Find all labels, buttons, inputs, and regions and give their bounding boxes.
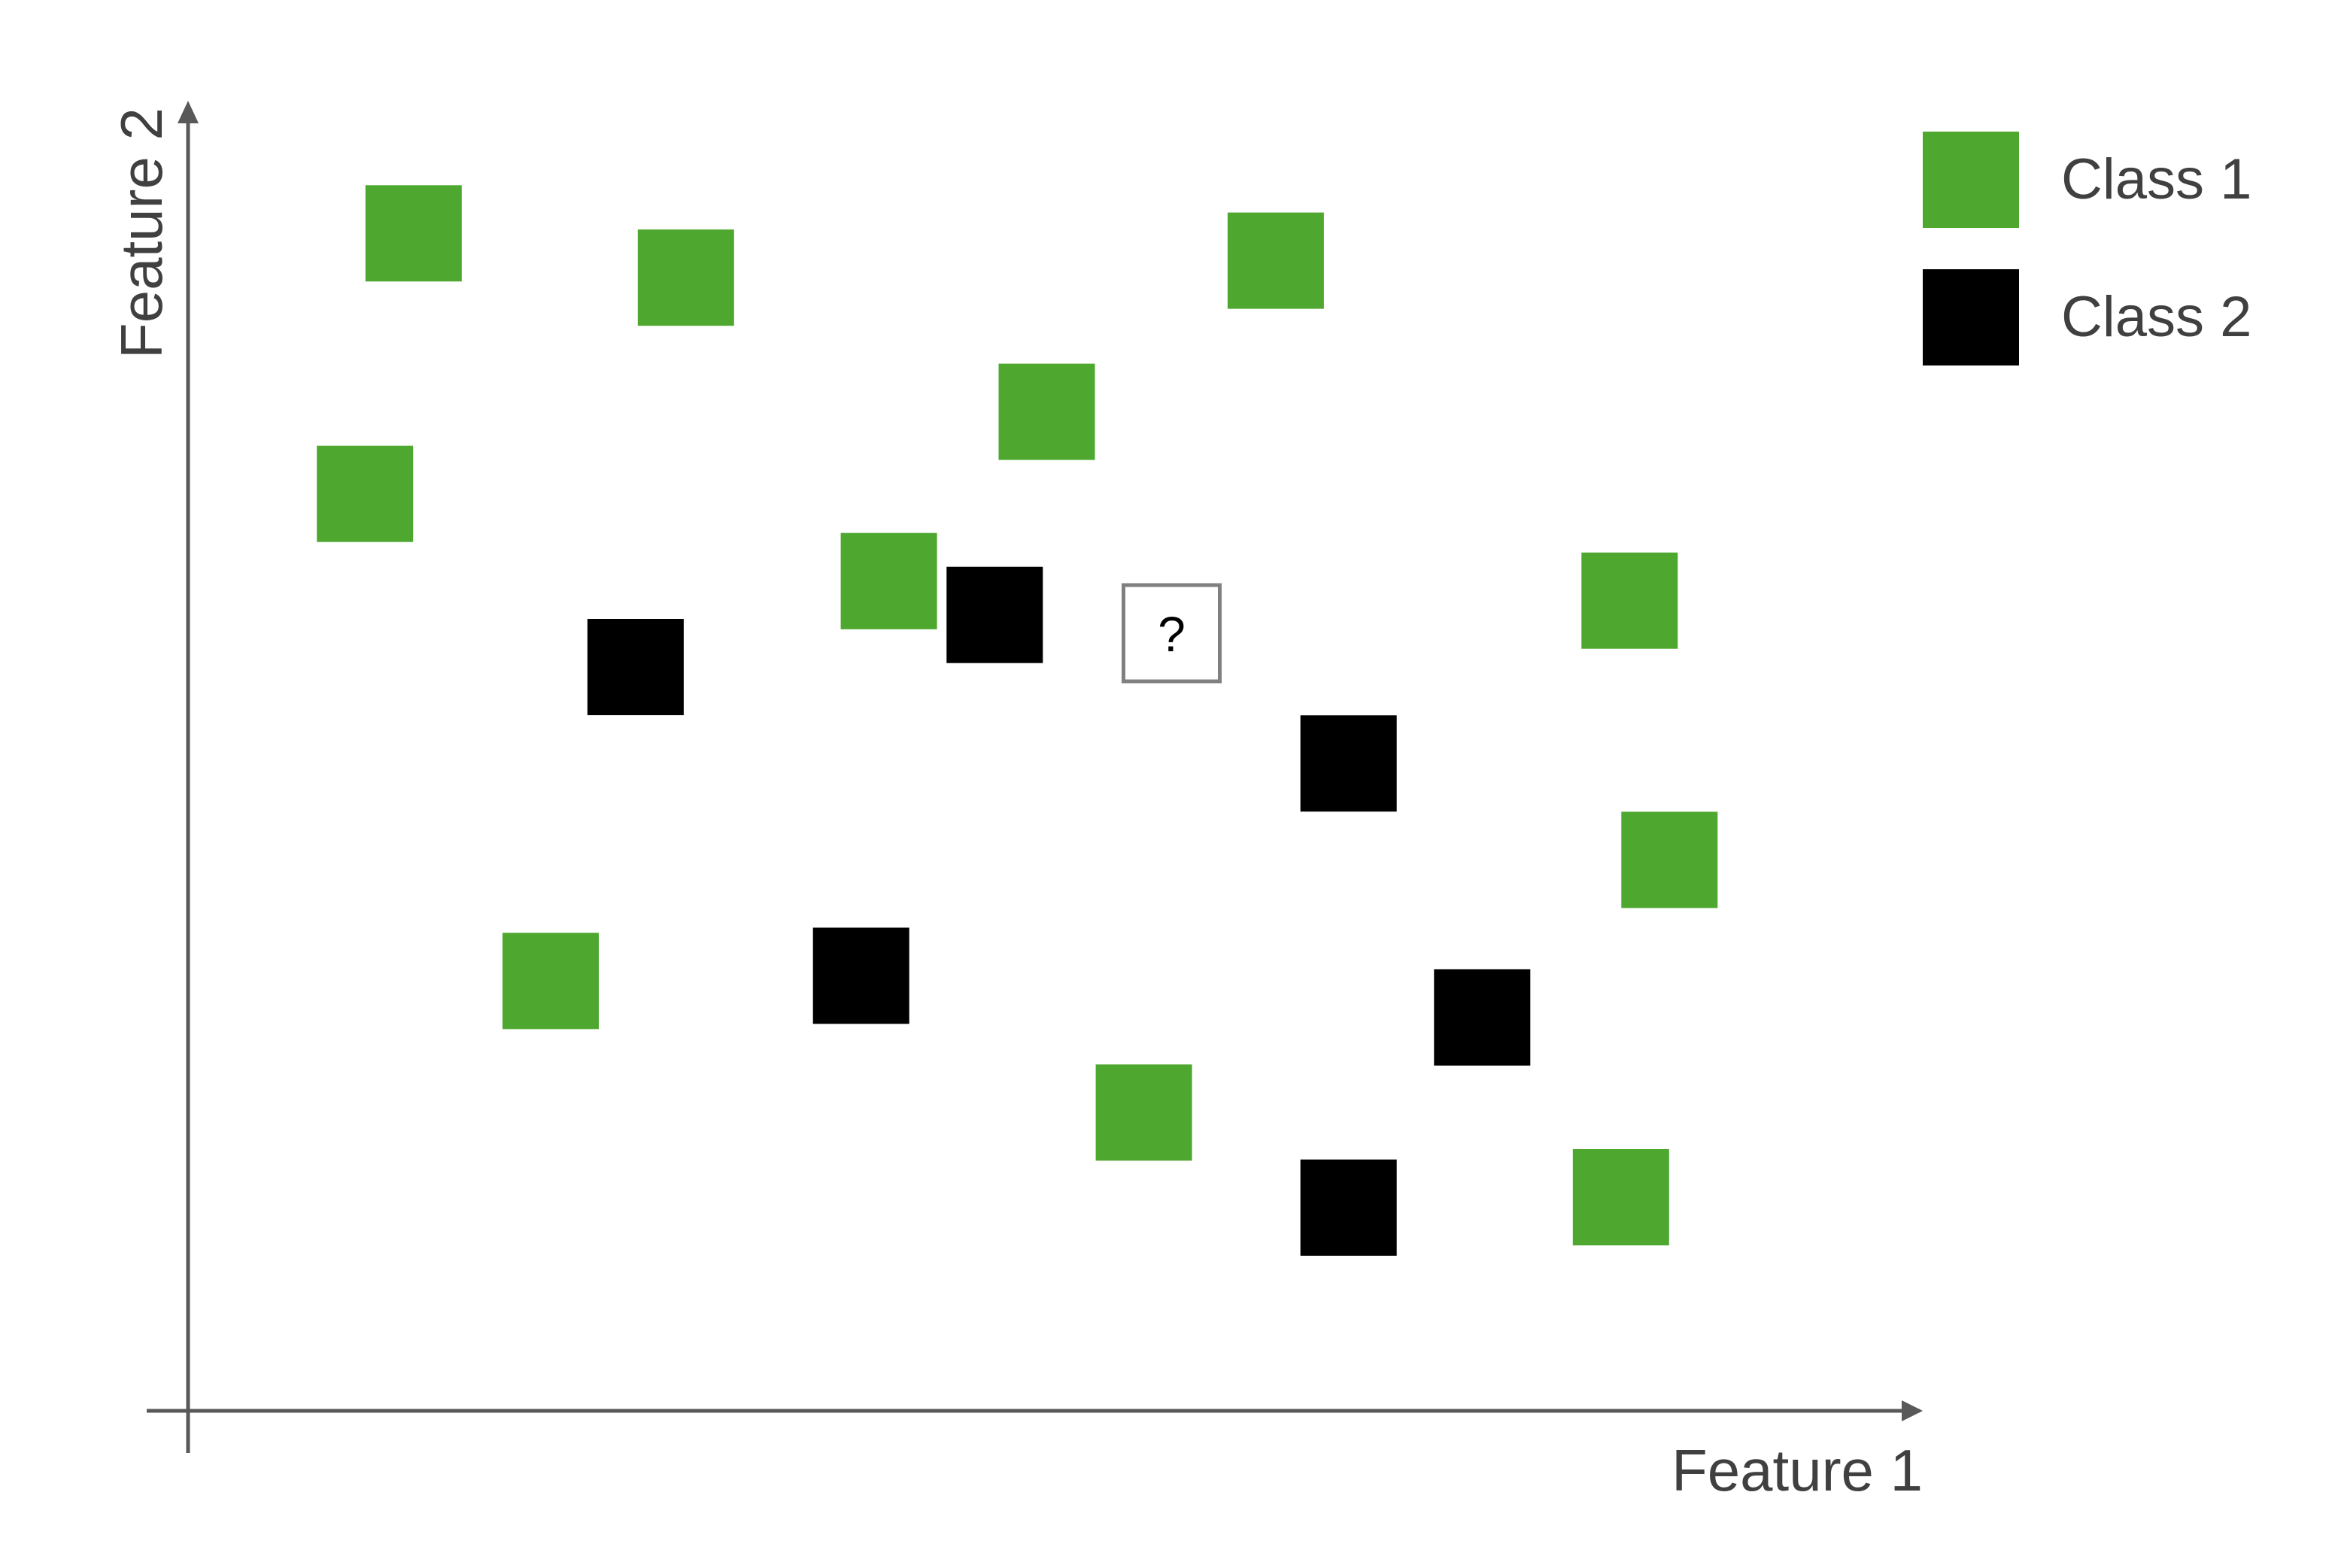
point-class-1-4 <box>998 363 1095 460</box>
point-class-1-1 <box>365 185 462 282</box>
y-axis-arrow <box>178 101 199 123</box>
query-point-label: ? <box>1158 606 1186 662</box>
point-class-1-11 <box>1572 1149 1669 1245</box>
point-class-2-4 <box>812 927 909 1024</box>
point-class-1-10 <box>1621 811 1718 908</box>
point-class-1-5 <box>317 445 414 542</box>
legend-label-class-1: Class 1 <box>2061 147 2251 211</box>
point-class-1-3 <box>1227 212 1324 309</box>
point-class-1-7 <box>1581 552 1678 649</box>
point-class-1-8 <box>503 933 599 1030</box>
point-class-2-3 <box>1300 715 1397 812</box>
point-class-1-6 <box>840 532 937 629</box>
legend: Class 1 Class 2 <box>1923 132 2251 365</box>
point-class-1-9 <box>1095 1064 1192 1161</box>
x-axis-label: Feature 1 <box>1671 1437 1923 1503</box>
point-class-2-5 <box>1434 969 1531 1066</box>
legend-label-class-2: Class 2 <box>2061 285 2251 349</box>
legend-swatch-class-1 <box>1923 132 2019 228</box>
query-point-box <box>1122 583 1222 684</box>
legend-swatch-class-2 <box>1923 269 2019 365</box>
x-axis-arrow <box>1902 1400 1923 1421</box>
point-class-2-2 <box>946 566 1043 663</box>
point-class-2-1 <box>587 619 684 715</box>
point-class-2-6 <box>1300 1159 1397 1256</box>
y-axis-label: Feature 2 <box>108 108 175 359</box>
point-class-1-2 <box>637 229 734 326</box>
data-marks: ? <box>317 185 1718 1256</box>
